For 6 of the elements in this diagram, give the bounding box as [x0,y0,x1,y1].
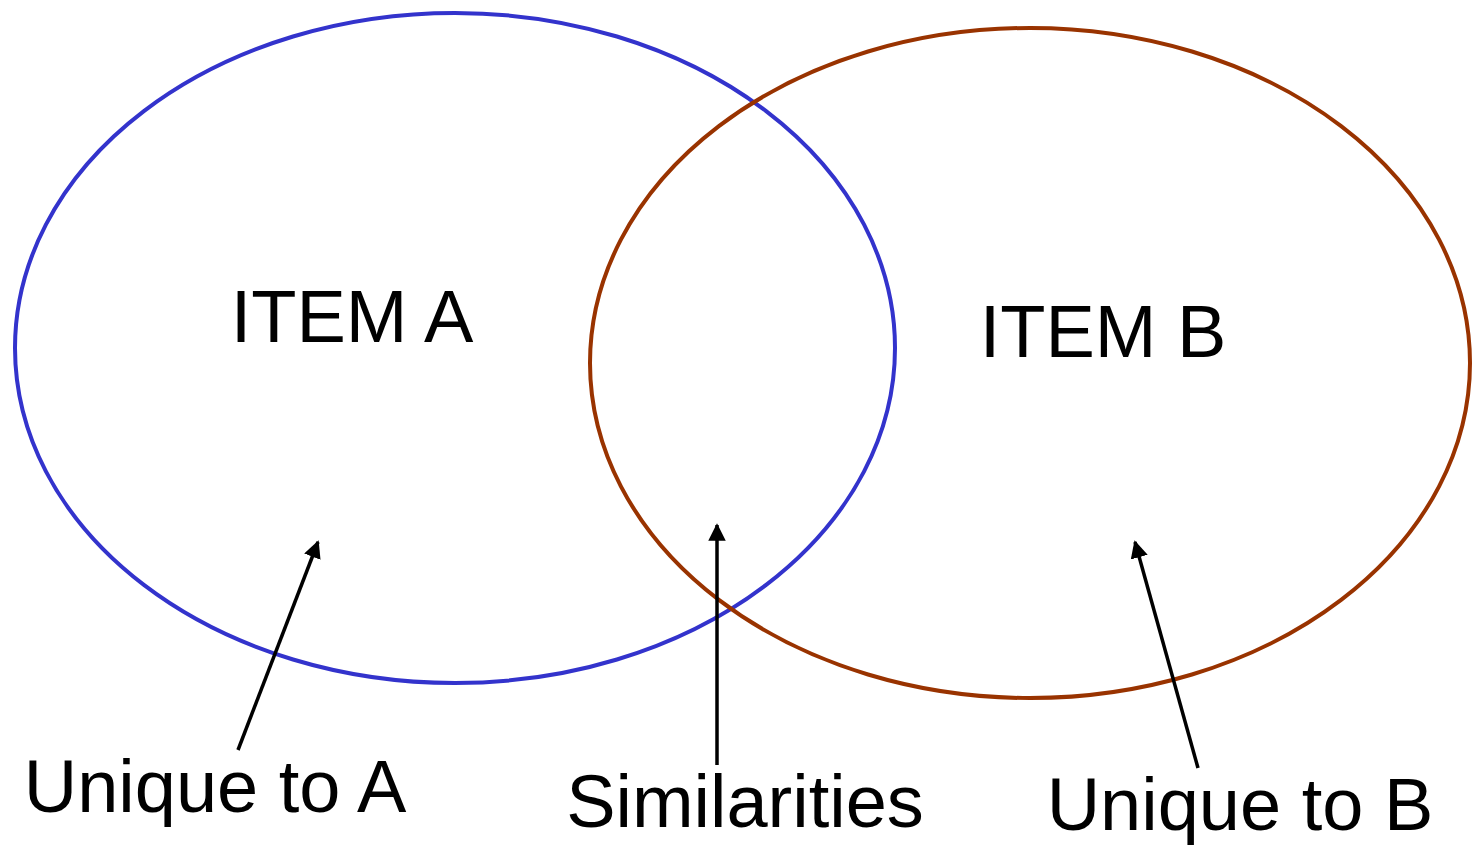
leader-arrow [708,523,726,765]
set-title: ITEM A [230,280,474,354]
leader-arrow [236,540,321,751]
region-label: Similarities [560,765,930,839]
set-title: ITEM B [979,295,1227,369]
leader-arrow [1130,540,1200,769]
